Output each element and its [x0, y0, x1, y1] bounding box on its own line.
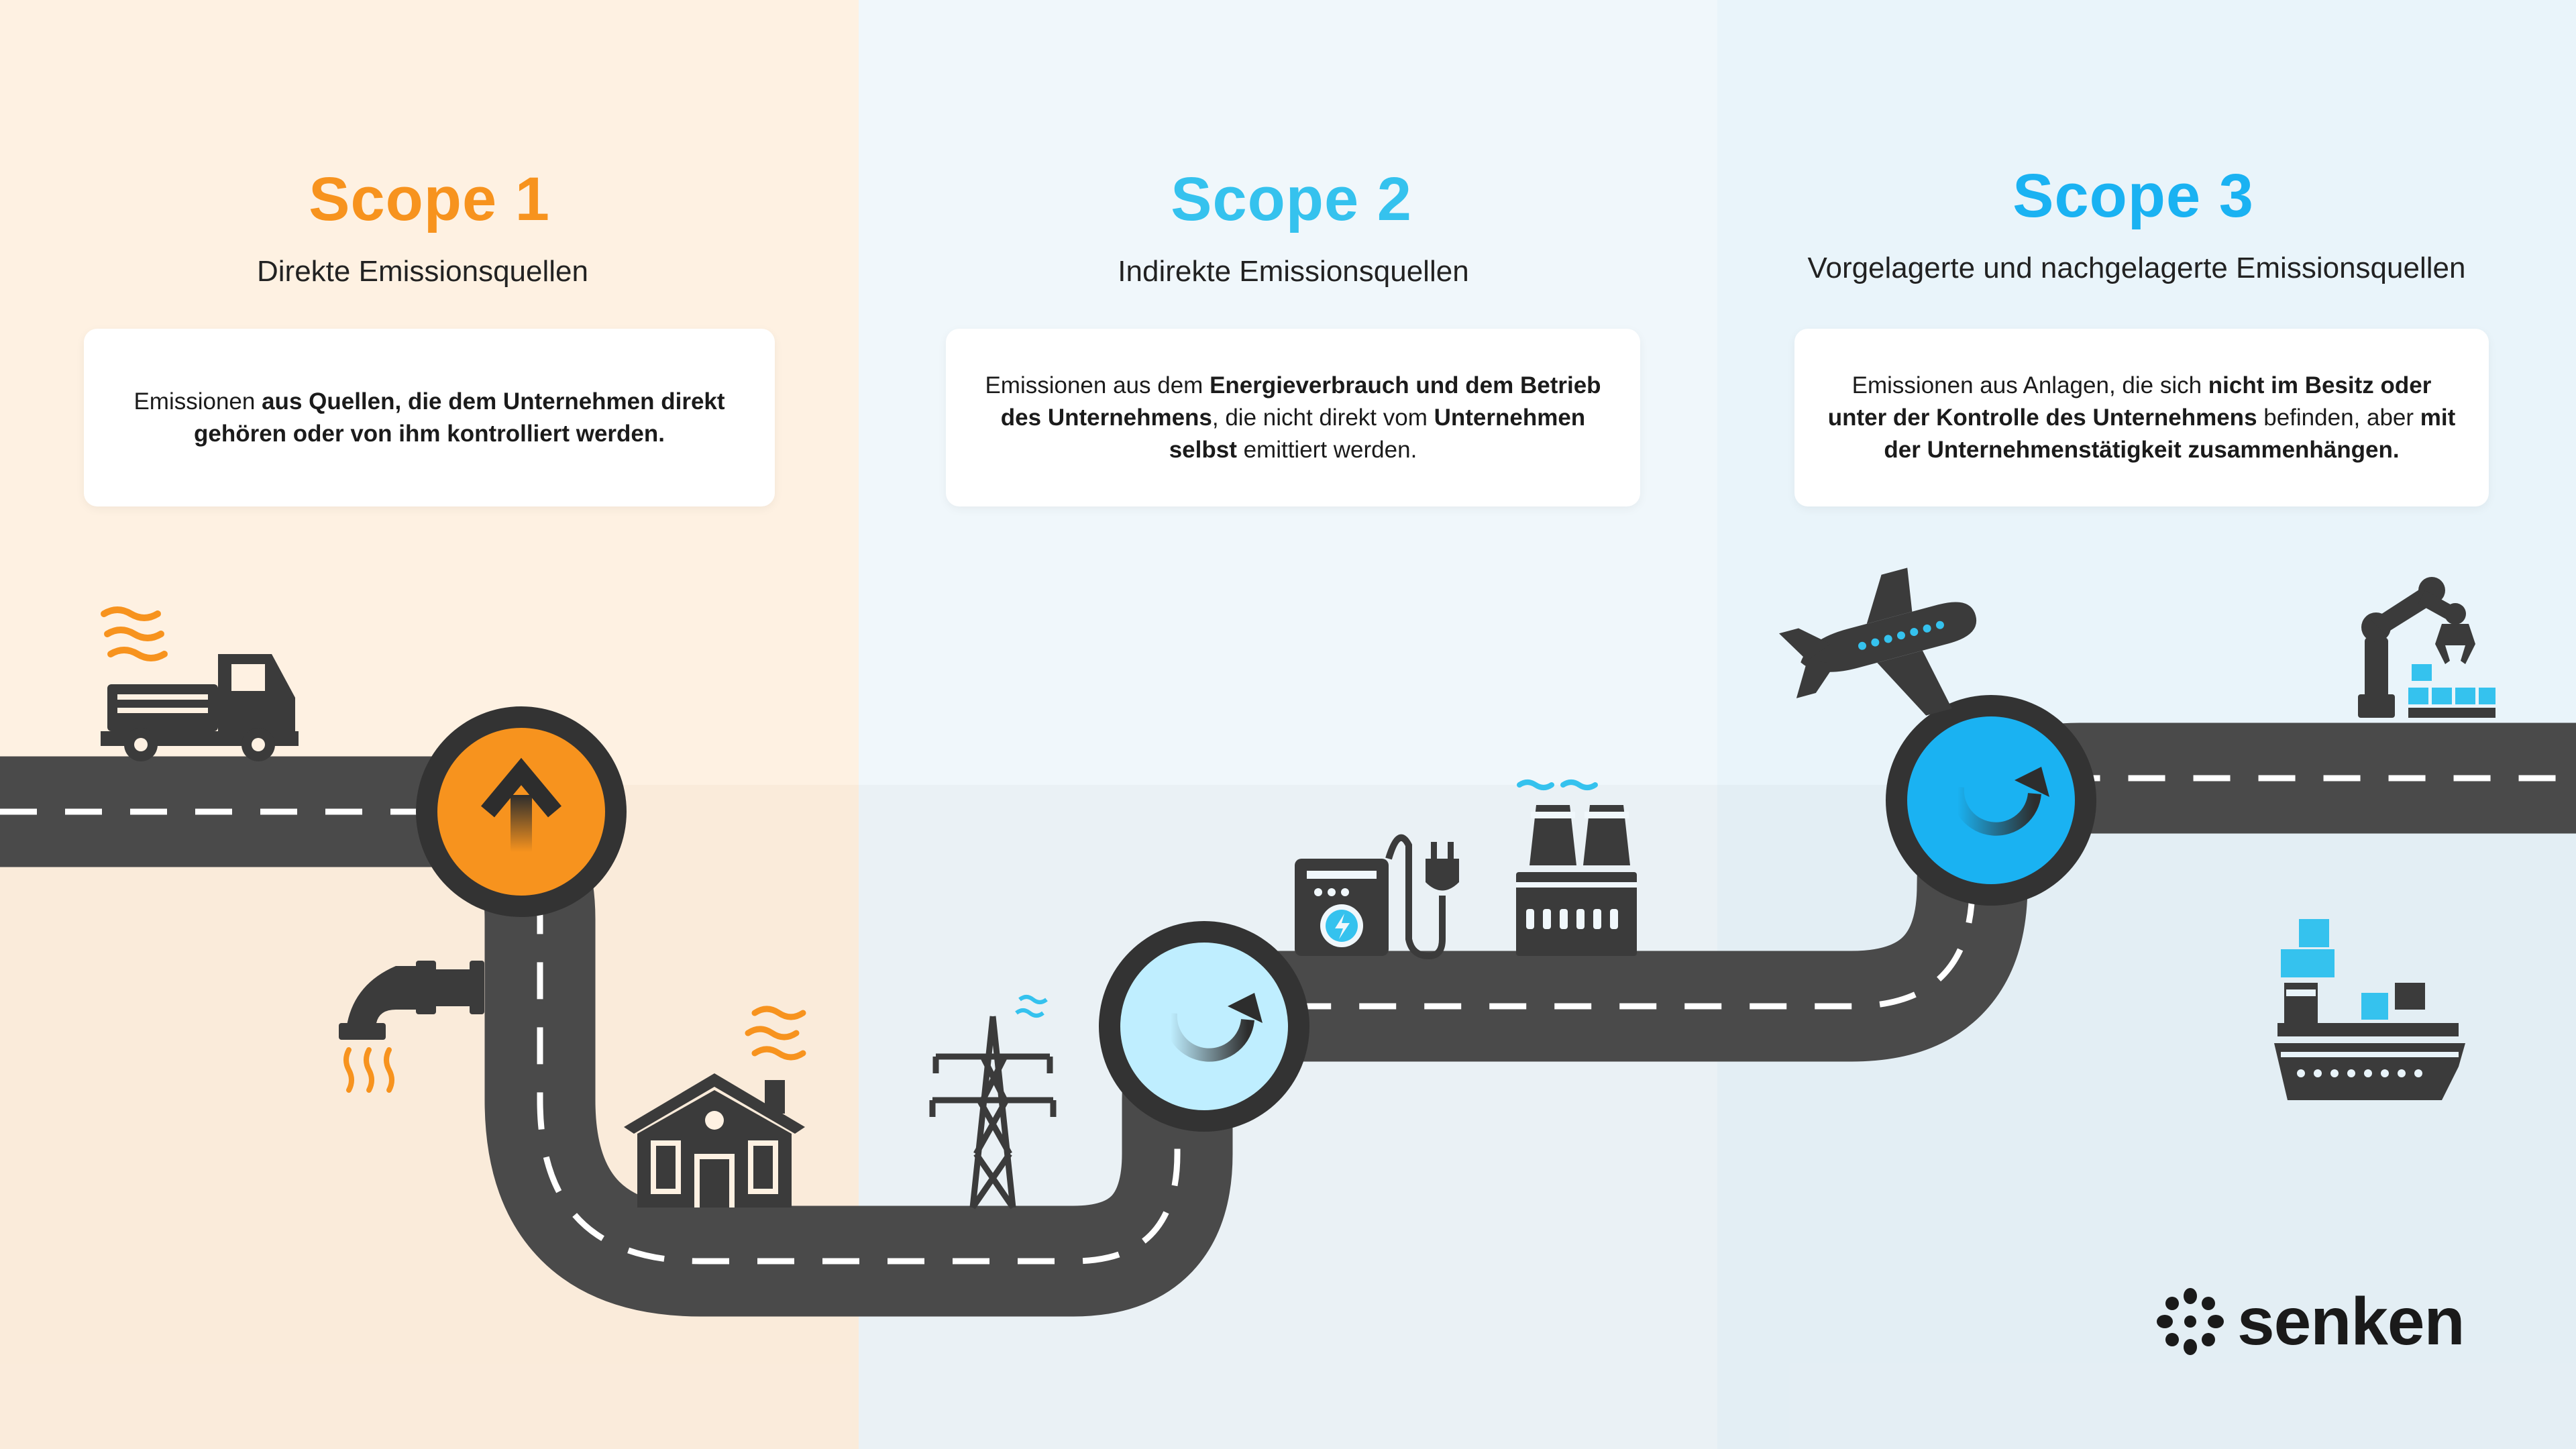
- scope1-title: Scope 1: [309, 165, 550, 233]
- scope2-description: Emissionen aus dem Energieverbrauch und …: [973, 370, 1613, 466]
- scope3-description: Emissionen aus Anlagen, die sich nicht i…: [1821, 370, 2462, 466]
- scope2-node: [1099, 921, 1309, 1132]
- description-segment: Emissionen aus dem: [985, 372, 1210, 398]
- scope2-card: Emissionen aus dem Energieverbrauch und …: [946, 329, 1640, 506]
- description-segment: Unternehmen selbst: [1169, 404, 1586, 463]
- scope1-description: Emissionen aus Quellen, die dem Unterneh…: [111, 386, 748, 450]
- factory-icon: [1516, 780, 1637, 956]
- robot-arm-icon: [2358, 577, 2496, 718]
- senken-logo: senken: [2157, 1278, 2465, 1365]
- scope2-title: Scope 2: [1171, 165, 1412, 233]
- description-segment: Emissionen aus Anlagen, die sich: [1851, 372, 2208, 398]
- senken-logo-text: senken: [2237, 1283, 2465, 1359]
- senken-logo-icon: [2157, 1288, 2224, 1355]
- scope3-card: Emissionen aus Anlagen, die sich nicht i…: [1794, 329, 2489, 506]
- description-segment: emittiert werden.: [1236, 436, 1417, 463]
- airplane-icon: [1778, 568, 1977, 716]
- description-segment: , die nicht direkt vom: [1212, 404, 1434, 431]
- scope1-subtitle: Direkte Emissionsquellen: [257, 255, 588, 288]
- scope3-title: Scope 3: [2012, 162, 2254, 230]
- scope3-subtitle: Vorgelagerte und nachgelagerte Emissions…: [1807, 252, 2466, 284]
- description-segment: Energieverbrauch und dem Betrieb des Unt…: [1000, 372, 1601, 431]
- description-segment: aus Quellen, die dem Unternehmen direkt …: [193, 388, 725, 447]
- power-meter-icon: [1295, 834, 1459, 960]
- description-segment: befinden, aber: [2257, 404, 2420, 431]
- scope1-node: [416, 706, 627, 917]
- cargo-ship-icon: [2274, 919, 2465, 1100]
- scope3-node: [1886, 695, 2096, 906]
- description-segment: mit der Unternehmenstätigkeit zusammenhä…: [1884, 404, 2456, 463]
- power-tower-icon: [929, 995, 1057, 1210]
- description-segment: nicht im Besitz oder unter der Kontrolle…: [1827, 372, 2432, 431]
- description-segment: Emissionen: [133, 388, 262, 415]
- house-icon: [624, 1006, 806, 1208]
- scope1-card: Emissionen aus Quellen, die dem Unterneh…: [84, 329, 775, 506]
- road-markings: [0, 775, 2576, 1265]
- scope2-subtitle: Indirekte Emissionsquellen: [1118, 255, 1469, 288]
- pipe-icon: [339, 961, 484, 1093]
- truck-icon: [101, 606, 299, 761]
